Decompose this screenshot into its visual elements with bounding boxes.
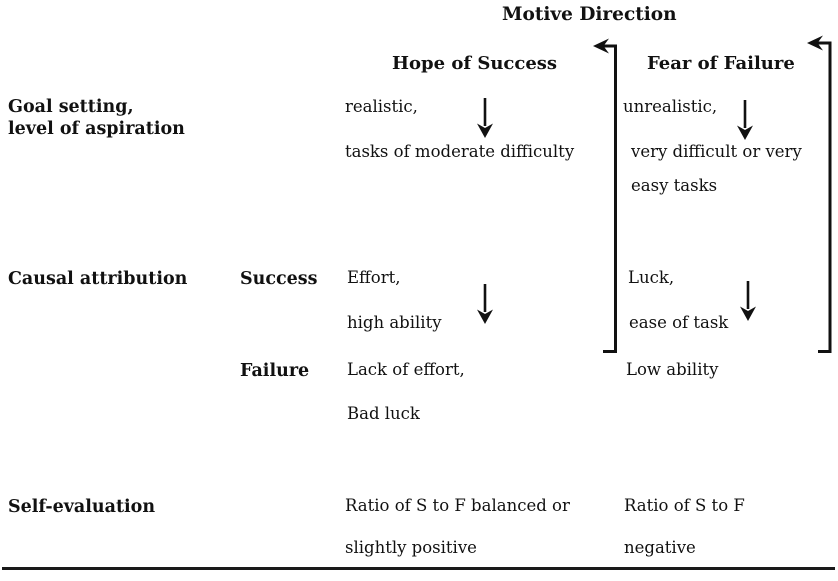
down-arrow-icon [737,100,753,140]
causal-success-fear-line1: Luck, [628,268,675,287]
goal-setting-fear-line3: easy tasks [631,176,718,195]
causal-failure-hope-line1: Lack of effort, [347,360,465,379]
column-header-hope-of-success: Hope of Success [392,53,558,74]
goal-setting-label-line1: Goal setting, [8,97,134,117]
bottom-rule [2,567,835,570]
self-evaluation-hope-line1: Ratio of S to F balanced or [345,496,570,515]
down-arrow-icon [477,98,493,138]
causal-attribution-failure-label: Failure [240,361,310,381]
causal-failure-hope-line2: Bad luck [347,404,420,423]
goal-setting-label-line2: level of aspiration [8,119,185,139]
self-evaluation-fear-line2: negative [624,538,696,557]
feedback-arrow-fear-icon [807,35,832,353]
feedback-arrow-hope-icon [593,38,617,353]
goal-setting-fear-line1: unrealistic, [623,97,718,116]
self-evaluation-fear-line1: Ratio of S to F [624,496,745,515]
causal-success-fear-line2: ease of task [629,313,729,332]
down-arrow-icon [477,284,493,324]
goal-setting-fear-line2: very difficult or very [631,142,802,161]
diagram-title: Motive Direction [502,4,677,25]
down-arrow-icon [740,281,756,321]
causal-attribution-success-label: Success [240,269,318,289]
causal-success-hope-line2: high ability [347,313,442,332]
self-evaluation-label: Self-evaluation [8,497,156,517]
causal-attribution-label: Causal attribution [8,269,188,289]
causal-success-hope-line1: Effort, [347,268,401,287]
column-header-fear-of-failure: Fear of Failure [647,53,795,74]
goal-setting-hope-line2: tasks of moderate difficulty [345,142,575,161]
self-evaluation-hope-line2: slightly positive [345,538,477,557]
goal-setting-hope-line1: realistic, [345,97,418,116]
causal-failure-fear-line1: Low ability [626,360,719,379]
